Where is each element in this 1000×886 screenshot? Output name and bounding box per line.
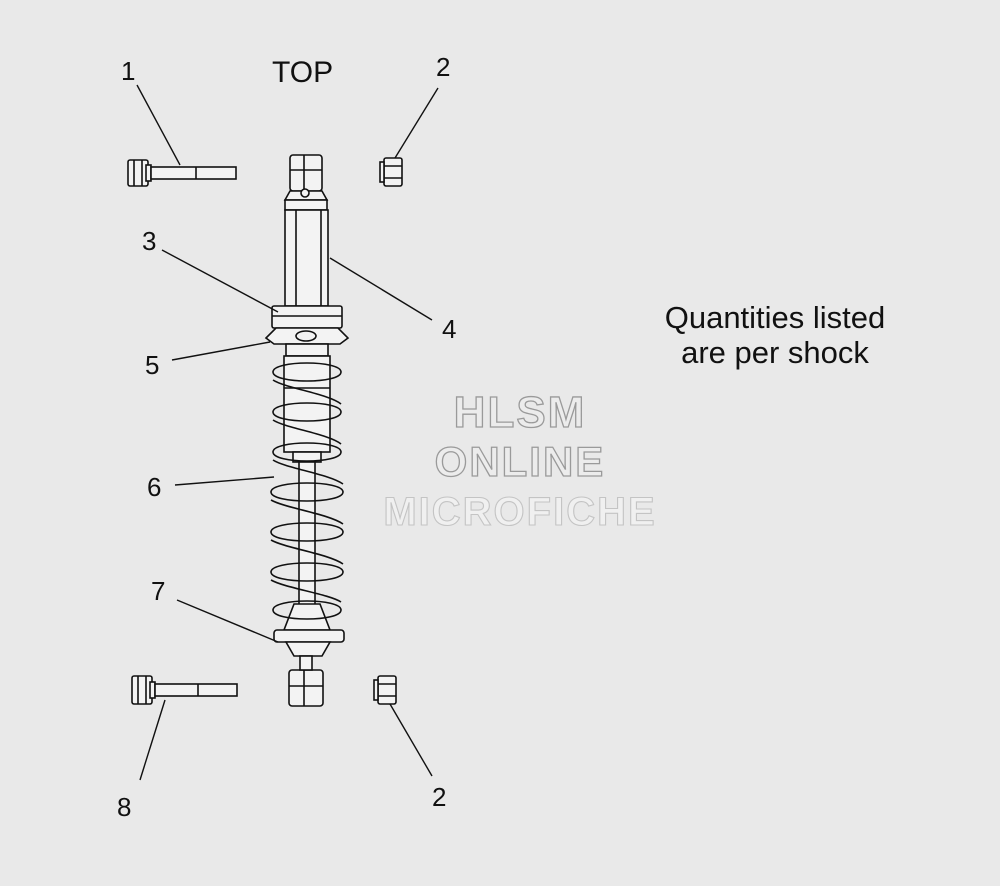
callout-2-bottom: 2 <box>432 782 447 812</box>
quantity-note-line1: Quantities listed <box>664 300 886 335</box>
shock-shaft <box>298 461 316 623</box>
spring-retainer <box>271 305 343 329</box>
callout-5: 5 <box>145 350 160 380</box>
bottom-eyelet <box>288 655 324 707</box>
lower-spring-seat <box>273 603 345 657</box>
watermark-line2: ONLINE <box>434 437 606 485</box>
watermark-line1: HLSM <box>453 387 587 437</box>
callout-1: 1 <box>121 56 136 86</box>
coil-spring <box>270 362 344 620</box>
top-bolt <box>127 159 237 187</box>
bottom-nut <box>373 675 397 705</box>
bottom-bolt <box>131 675 238 705</box>
top-eyelet <box>283 154 329 211</box>
quantity-note: Quantities listed are per shock <box>640 300 910 370</box>
callout-7: 7 <box>151 576 166 606</box>
callout-2-top: 2 <box>436 52 451 82</box>
watermark-line3: MICROFICHE <box>383 489 657 534</box>
callout-6: 6 <box>147 472 162 502</box>
collar <box>264 327 350 357</box>
callout-3: 3 <box>142 226 157 256</box>
top-orientation-label: TOP <box>272 56 334 89</box>
quantity-note-line2: are per shock <box>681 335 869 370</box>
callout-8: 8 <box>117 792 132 822</box>
inner-cylinder <box>283 355 331 463</box>
callout-4: 4 <box>442 314 457 344</box>
shock-body <box>284 209 329 307</box>
leader-lines <box>136 84 439 781</box>
top-nut <box>379 157 403 187</box>
